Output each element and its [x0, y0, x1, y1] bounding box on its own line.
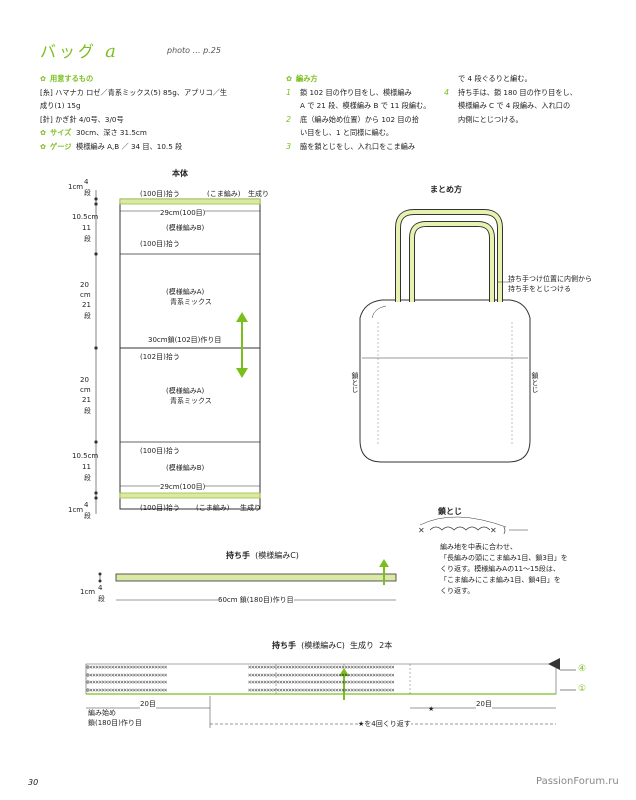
assembly-title: まとめ方 — [430, 185, 462, 194]
chain-close-notes: 編み地を中表に合わせ、 「長編みの頭にこま編み1目、鎖3目」を くり返す。模様編… — [440, 543, 568, 595]
body-title: 本体 — [172, 169, 188, 178]
handle-note-2: 持ち手をとじつける — [508, 285, 571, 293]
pick-102-label: (102目)拾う — [140, 353, 180, 361]
pattern-a-label-2: (模様編みA) — [166, 387, 205, 395]
dim-cm: cm — [80, 291, 91, 299]
width-bottom-label: 29cm(100目) — [160, 482, 206, 492]
side-label-left: 鎖とじ — [351, 372, 359, 393]
crochet-chart-rows: ⊗××××××××××××××××××××××××× ×××××××××××××… — [86, 664, 395, 694]
materials-section: ✿用意するもの [糸] ハマナカ ロゼ／青系ミックス(5) 85g、アプリコ／生… — [40, 74, 228, 151]
page-title: バッグ a — [40, 41, 119, 62]
handle1-title: 持ち手 (模様編みC) — [226, 551, 299, 560]
dim-cm: cm — [80, 386, 91, 394]
page-number: 30 — [28, 778, 39, 787]
svg-text:⟩: ⟩ — [503, 526, 506, 535]
top-pick-label: (100目)拾う — [140, 190, 180, 198]
dim-21: 21 — [82, 396, 91, 404]
handle1-dim: 1cm — [80, 588, 96, 596]
blue-mix-label: 青系ミックス — [170, 298, 212, 306]
top-koma-label: (こま編み) — [207, 190, 241, 198]
pick-100-label: (100目)拾う — [140, 240, 180, 248]
start-label-2: 鎖(180目)作り目 — [88, 719, 142, 727]
photo-reference: photo … p.25 — [167, 46, 221, 55]
bottom-color-label: 生成り — [240, 504, 261, 512]
bullet-icon: ✿ — [286, 74, 293, 83]
star-marker: ★ — [428, 705, 435, 713]
watermark: PassionForum.ru — [536, 776, 619, 787]
chain-label: 30cm鎖(102目)作り目 — [148, 335, 222, 345]
bullet-icon: ✿ — [40, 141, 47, 151]
chain-close-title: 鎖とじ — [438, 507, 462, 516]
start-label-1: 編み始め — [88, 709, 116, 717]
dim-4: 4 — [84, 178, 89, 186]
bottom-pick-label: (100目)拾う — [140, 504, 180, 512]
pattern-a-label: (模様編みA) — [166, 288, 205, 296]
row-4-marker: ④ — [578, 664, 587, 674]
bottom-koma-label: (こま編み) — [196, 504, 230, 512]
bullet-icon: ✿ — [40, 74, 47, 83]
dim-10-5: 10.5cm — [72, 213, 99, 221]
pattern-b-label: (模様編みB) — [166, 224, 205, 232]
dim-dan: 段 — [84, 474, 91, 482]
svg-text:✕: ✕ — [418, 526, 425, 535]
dim-dan: 段 — [84, 312, 91, 320]
top-color-label: 生成り — [248, 190, 269, 198]
stitches-20-left: 20目 — [140, 699, 156, 709]
bullet-icon: ✿ — [40, 128, 47, 137]
side-label-right: 鎖とじ — [531, 372, 539, 393]
width-top-label: 29cm(100目) — [160, 208, 206, 218]
stitches-20-right: 20目 — [476, 699, 492, 709]
dim-1cm: 1cm — [68, 183, 84, 191]
handle1-length: 60cm 鎖(180目)作り目 — [218, 595, 294, 605]
handle1-rows: 4 — [98, 584, 103, 592]
dim-10-5: 10.5cm — [72, 452, 99, 460]
handle-note-1: 持ち手つけ位置に内側から — [508, 275, 592, 283]
dim-11: 11 — [82, 463, 91, 471]
dim-20: 20 — [80, 376, 89, 384]
svg-text:✕: ✕ — [490, 526, 497, 535]
dim-dan: 段 — [84, 189, 91, 197]
dim-dan: 段 — [84, 235, 91, 243]
dim-21: 21 — [82, 301, 91, 309]
dim-20: 20 — [80, 281, 89, 289]
dim-dan: 段 — [84, 407, 91, 415]
dim-dan: 段 — [84, 512, 91, 520]
dim-11: 11 — [82, 224, 91, 232]
dim-1cm: 1cm — [68, 506, 84, 514]
handle2-title: 持ち手 (模様編みC) 生成り 2本 — [272, 641, 393, 650]
dim-4: 4 — [84, 501, 89, 509]
handle1-dan: 段 — [98, 595, 105, 603]
pattern-b-label-2: (模様編みB) — [166, 464, 205, 472]
repeat-label: ★を4回くり返す — [358, 719, 411, 729]
title-letter: a — [105, 41, 119, 62]
pick-100-label-2: (100目)拾う — [140, 447, 180, 455]
row-1-marker: ① — [578, 684, 587, 694]
blue-mix-label-2: 青系ミックス — [170, 397, 212, 405]
